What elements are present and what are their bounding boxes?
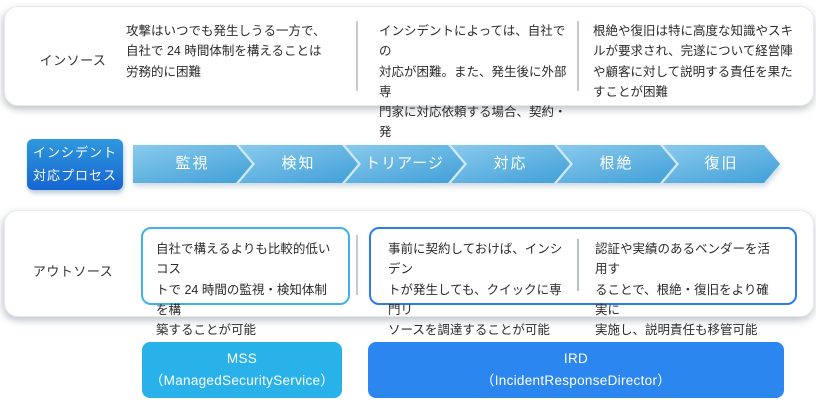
process-arrow-band: 監視 検知 トリアージ 対応 根絶 復旧 xyxy=(133,145,780,183)
insource-label: インソース xyxy=(39,53,107,68)
divider xyxy=(356,235,358,295)
process-label: インシデント 対応プロセス xyxy=(27,139,123,190)
divider xyxy=(577,21,579,91)
ird-benefit-box: 事前に契約しておけば、インシデン トが発生しても、クイックに専門リ ソースを調達… xyxy=(369,227,797,337)
process-step-triage: トリアージ xyxy=(345,145,464,183)
mss-benefit-box: 自社で構えるよりも比較的低いコス トで 24 時間の監視・検知体制を構 築するこ… xyxy=(141,227,350,337)
divider xyxy=(356,21,358,91)
ird-benefit-text-vendor: 認証や実績のあるベンダーを活用す ることで、根絶・復旧をより確実に 実施し、説明… xyxy=(595,242,771,337)
ird-benefit-text-quick: 事前に契約しておけば、インシデン トが発生しても、クイックに専門リ ソースを調達… xyxy=(388,242,563,337)
process-step-eradication: 根絶 xyxy=(557,145,676,183)
outsource-label: アウトソース xyxy=(32,264,114,279)
process-step-response: 対応 xyxy=(451,145,570,183)
mss-benefit-text: 自社で構えるよりも比較的低いコス トで 24 時間の監視・検知体制を構 築するこ… xyxy=(156,242,331,337)
insource-item-recovery: 根絶や復旧は特に高度な知識やスキ ルが要求され、完遂について経営陣 や顧客に対し… xyxy=(593,24,794,99)
outsource-card: アウトソース 自社で構えるよりも比較的低いコス トで 24 時間の監視・検知体制… xyxy=(4,210,814,337)
process-step-recovery: 復旧 xyxy=(663,145,780,183)
divider xyxy=(577,239,579,291)
ird-service-button: IRD （IncidentResponseDirector） xyxy=(368,342,784,398)
process-step-detection: 検知 xyxy=(239,145,358,183)
process-step-monitoring: 監視 xyxy=(133,145,252,183)
insource-item-monitoring: 攻撃はいつでも発生しうる一方で、 自社で 24 時間体制を構えることは 労務的に… xyxy=(126,24,326,79)
mss-service-button: MSS （ManagedSecurityService） xyxy=(142,342,342,398)
insource-card: インソース 攻撃はいつでも発生しうる一方で、 自社で 24 時間体制を構えること… xyxy=(4,6,814,160)
insource-item-response: インシデントによっては、自社での 対応が困難。また、発生後に外部専 門家に対応依… xyxy=(379,24,567,160)
